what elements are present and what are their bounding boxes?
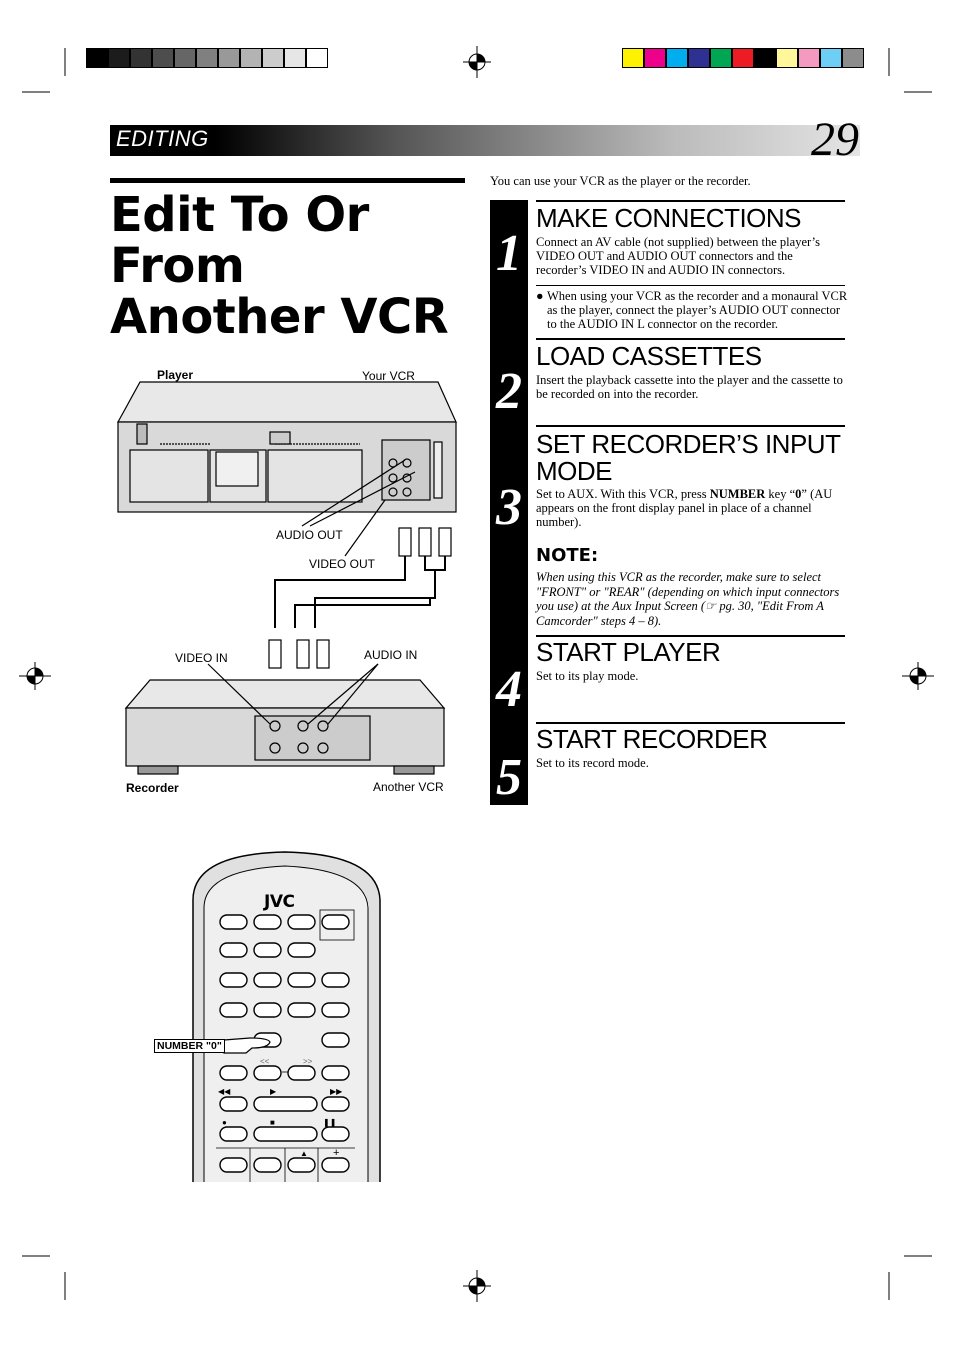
recorder-label: Recorder [126,781,179,795]
color-swatch [666,48,688,68]
step-1-divider [536,285,845,286]
title-rule [110,178,465,183]
step-1-heading: MAKE CONNECTIONS [536,203,802,233]
remote-brand-logo: JVC [264,892,295,912]
step-3-body-text-end: ” (AU appears on the front display panel… [536,487,833,529]
section-tag: EDITING [116,126,209,151]
connection-diagram [116,381,457,775]
color-swatch [152,48,174,68]
color-swatch [688,48,710,68]
color-swatch [108,48,130,68]
step-2-heading: LOAD CASSETTES [536,341,762,371]
step-3-heading: SET RECORDER’S INPUT MODE [536,429,840,486]
color-swatch [798,48,820,68]
section-header-bar [110,125,860,156]
another-vcr-label: Another VCR [373,780,444,794]
step-5-heading: START RECORDER [536,724,768,754]
player-vcr [116,381,457,513]
step-4-heading: START PLAYER [536,637,721,667]
color-swatch [732,48,754,68]
step-4-rule [536,635,845,637]
step-sidebar [490,200,528,805]
step-5-rule [536,722,845,724]
step-1-bullet-text: When using your VCR as the recorder and … [547,289,848,331]
color-swatch [86,48,108,68]
color-swatch [622,48,644,68]
player-label: Player [157,368,194,382]
svg-text:+: + [333,1147,339,1159]
step-number-4: 4 [496,661,522,718]
page-title: Edit To Or From Another VCR [110,187,449,345]
step-3-body: Set to AUX. With this VCR, press NUMBER … [536,487,846,529]
color-swatch [218,48,240,68]
audio-in-label: AUDIO IN [364,648,418,662]
step-3-rule [536,425,845,427]
step-1-bullet: ● When using your VCR as the recorder an… [536,289,848,331]
svg-text:<<: << [260,1057,270,1066]
step-2-body: Insert the playback cassette into the pl… [536,373,843,401]
svg-text:▶: ▶ [270,1087,277,1096]
svg-text:■: ■ [270,1118,275,1127]
player-plugs [268,527,452,669]
bullet-dot: ● [536,289,544,303]
color-swatch [174,48,196,68]
page-number: 29 [811,113,859,166]
color-swatch [130,48,152,68]
step-4-body: Set to its play mode. [536,669,639,683]
number-zero-callout: NUMBER "0" [154,1039,225,1053]
audio-out-label: AUDIO OUT [276,528,343,542]
step-1-body: Connect an AV cable (not supplied) betwe… [536,235,820,277]
svg-text:▶▶: ▶▶ [330,1087,343,1096]
color-swatch [710,48,732,68]
step-number-1: 1 [496,225,522,282]
step-2-rule [536,338,845,340]
svg-text:▲: ▲ [300,1149,308,1158]
color-swatch [776,48,798,68]
step-1-rule [536,200,845,202]
step-3-body-text-mid: key “ [765,487,796,501]
your-vcr-label: Your VCR [362,369,415,383]
video-in-label: VIDEO IN [175,651,228,665]
step-number-3: 3 [496,479,522,536]
color-swatch [644,48,666,68]
zero-key-label: 0 [795,487,802,501]
color-swatch [754,48,776,68]
svg-text:>>: >> [303,1057,313,1066]
intro-text: You can use your VCR as the player or th… [490,174,751,188]
color-swatch [842,48,864,68]
color-swatch [240,48,262,68]
number-key-label: NUMBER [709,487,766,501]
color-swatch [262,48,284,68]
step-3-body-text: Set to AUX. With this VCR, press [536,487,710,501]
step-number-2: 2 [496,363,522,420]
note-heading: NOTE: [536,545,599,566]
step-5-body: Set to its record mode. [536,756,649,770]
recorder-vcr [124,679,446,775]
video-out-label: VIDEO OUT [309,557,376,571]
color-swatch [284,48,306,68]
svg-text:❚❚: ❚❚ [323,1118,336,1127]
color-swatch [820,48,842,68]
svg-text:●: ● [222,1118,227,1127]
svg-text:◀◀: ◀◀ [218,1087,231,1096]
color-swatch [196,48,218,68]
color-swatch [306,48,328,68]
step-number-5: 5 [496,749,522,806]
remote-control: <<>> ◀◀▶▶▶ ●■❚❚ ▲+ [192,851,381,1182]
note-body: When using this VCR as the recorder, mak… [536,570,840,628]
